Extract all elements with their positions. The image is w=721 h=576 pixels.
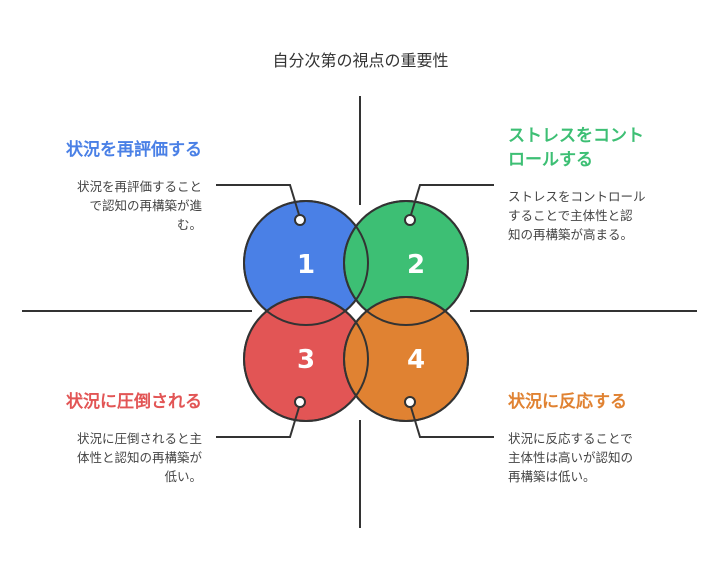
marker-1 <box>294 214 306 226</box>
heading-3: 状況に圧倒される <box>66 392 202 412</box>
diagram-title: 自分次第の視点の重要性 <box>272 51 449 70</box>
connector-1 <box>216 184 301 219</box>
marker-3 <box>294 396 306 408</box>
connector-2 <box>409 184 494 219</box>
connector-3 <box>216 403 301 438</box>
heading-4: 状況に反応する <box>508 392 627 412</box>
description-2: ストレスをコントロール することで主体性と認 知の再構築が高まる。 <box>508 189 646 242</box>
number-1: 1 <box>297 250 315 280</box>
number-2: 2 <box>407 250 425 280</box>
connector-4 <box>409 403 494 438</box>
description-4: 状況に反応することで 主体性は高いが認知の 再構築は低い。 <box>508 431 634 484</box>
description-3: 状況に圧倒されると主 体性と認知の再構築が 低い。 <box>76 431 202 484</box>
marker-4 <box>404 396 416 408</box>
marker-2 <box>404 214 416 226</box>
heading-2: ストレスをコント ロールする <box>508 126 644 170</box>
heading-1: 状況を再評価する <box>66 140 202 160</box>
description-1: 状況を再評価すること で認知の再構築が進 む。 <box>76 179 202 232</box>
number-3: 3 <box>297 345 315 375</box>
number-4: 4 <box>407 345 425 375</box>
